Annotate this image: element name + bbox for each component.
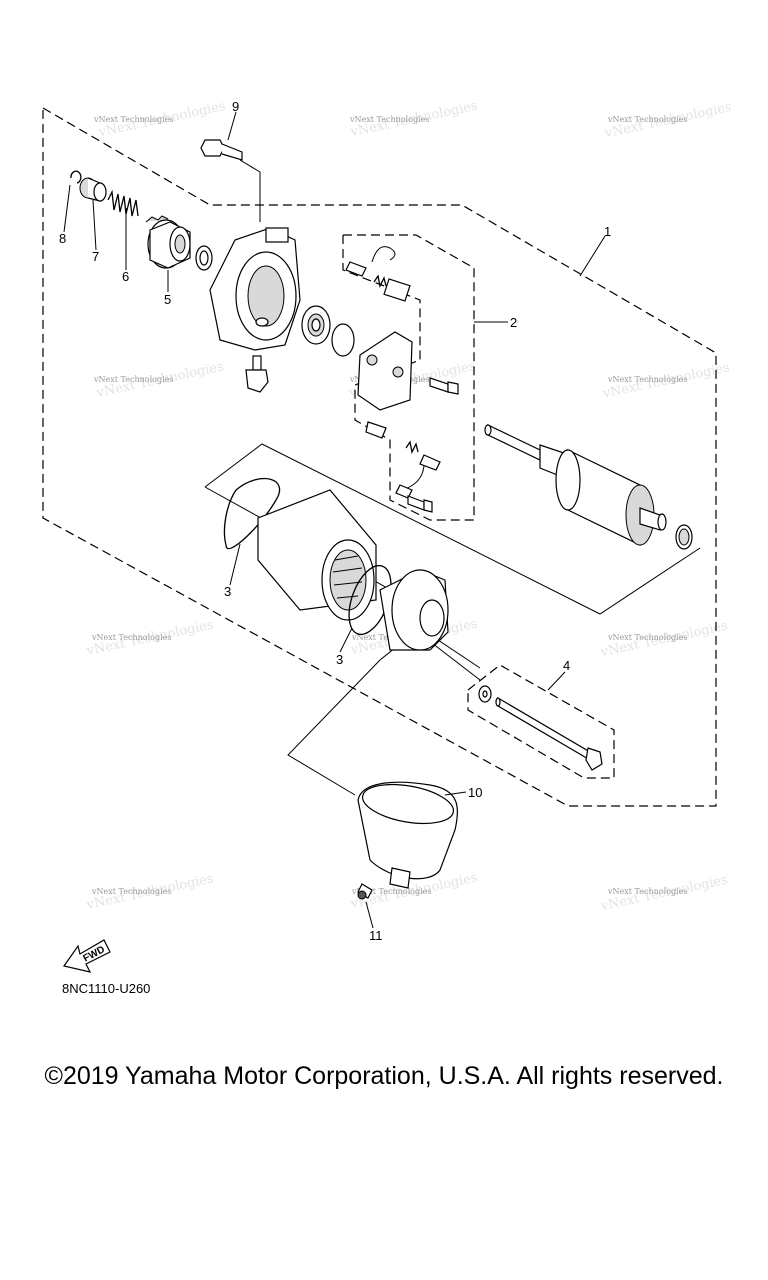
brush-plate (345, 246, 441, 499)
collar (79, 177, 107, 202)
svg-text:vNext Technologies: vNext Technologies (93, 115, 173, 124)
callout-9: 9 (232, 99, 239, 114)
svg-text:vNext Technologies: vNext Technologies (91, 633, 171, 642)
assembly-boundary (42, 106, 717, 807)
callout-8: 8 (59, 231, 66, 246)
spring (107, 189, 139, 217)
rear-cover (379, 569, 449, 651)
long-bolt (495, 696, 603, 771)
callout-4: 4 (563, 658, 570, 673)
pinion-clutch (145, 215, 191, 269)
callout-7: 7 (92, 249, 99, 264)
callout-10: 10 (468, 785, 482, 800)
svg-text:vNext Technologies: vNext Technologies (93, 375, 173, 384)
terminal-bolt (245, 355, 269, 393)
diagram-reference-code: 8NC1110-U260 (62, 981, 150, 996)
svg-text:vNext Technologies: vNext Technologies (351, 887, 431, 896)
starter-band (357, 781, 459, 889)
yoke (257, 489, 377, 621)
armature (484, 424, 667, 546)
callout-5: 5 (164, 292, 171, 307)
callout-11: 11 (369, 928, 383, 943)
fwd-label: FWD (81, 944, 106, 964)
bearing (301, 305, 331, 345)
callout-1: 1 (604, 224, 611, 239)
guide-line-9 (239, 159, 261, 222)
bolt-washer (478, 685, 492, 703)
callout-3: 3 (224, 584, 231, 599)
washer (195, 245, 213, 271)
brush-screw (407, 495, 433, 513)
circlip (70, 170, 82, 184)
callout-2: 2 (510, 315, 517, 330)
copyright-notice: ©2019 Yamaha Motor Corporation, U.S.A. A… (44, 1062, 724, 1090)
brush-screw (429, 377, 459, 395)
flange-bolt (200, 139, 243, 161)
svg-text:vNext Technologies: vNext Technologies (607, 115, 687, 124)
band-screw (357, 883, 373, 900)
svg-text:vNext Technologies: vNext Technologies (607, 887, 687, 896)
yoke-o-ring (223, 477, 281, 550)
guide-line-bolt (427, 639, 481, 681)
bolt-set-group-boundary (467, 664, 615, 779)
brush-holder-group-boundary (342, 234, 475, 521)
thrust-washer (675, 524, 693, 550)
front-cover-housing (209, 227, 301, 351)
callout-leaders (63, 111, 606, 929)
guide-line-cover (287, 627, 481, 796)
o-ring (331, 323, 355, 357)
callout-6: 6 (122, 269, 129, 284)
callout-3: 3 (336, 652, 343, 667)
forward-direction-arrow: FWD (62, 939, 111, 973)
svg-text:vNext Technologies: vNext Technologies (349, 115, 429, 124)
svg-text:vNext Technologies: vNext Technologies (607, 633, 687, 642)
svg-text:vNext Technologies: vNext Technologies (91, 887, 171, 896)
svg-text:vNext Technologies: vNext Technologies (607, 375, 687, 384)
